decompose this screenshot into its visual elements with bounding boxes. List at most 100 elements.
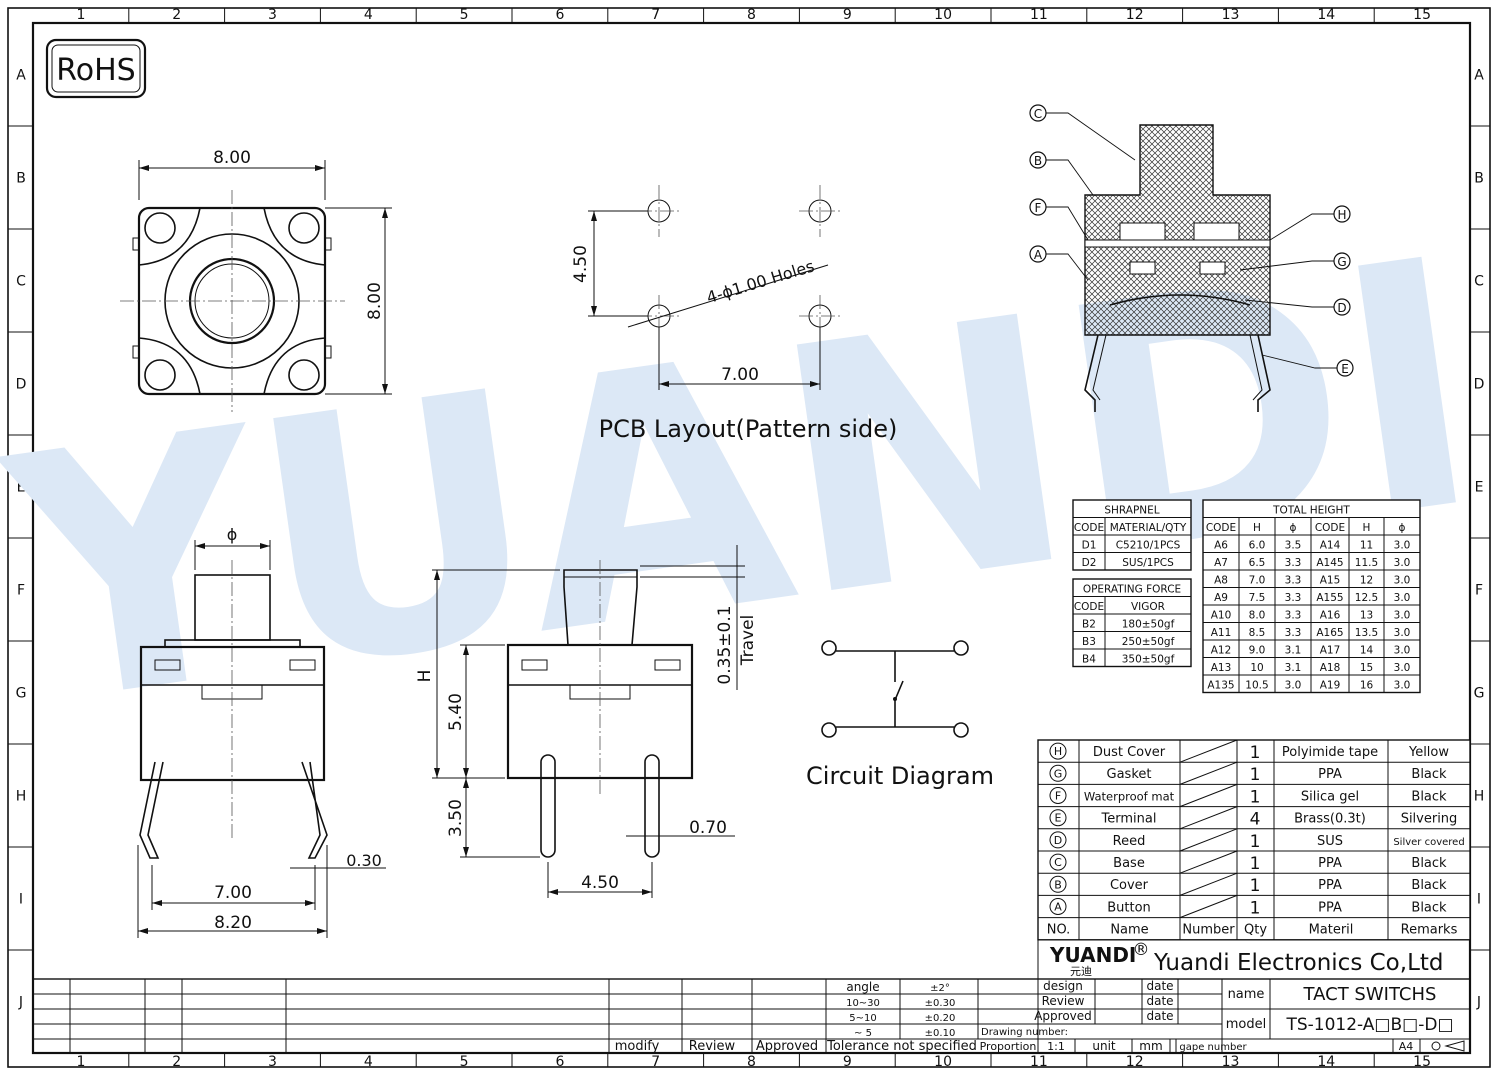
grid-col-bottom: 2 — [172, 1054, 181, 1070]
bom-no-circle — [1049, 831, 1067, 849]
bom-name: Gasket — [1107, 767, 1152, 782]
callout-label: G — [1337, 255, 1346, 269]
callout-leader — [1046, 253, 1089, 281]
bom-header: Qty — [1244, 923, 1267, 938]
table-cell: A155 — [1316, 592, 1343, 604]
table-cell: 11 — [1360, 540, 1373, 552]
bom-no-circle — [1049, 742, 1067, 760]
table-cell: 15 — [1360, 662, 1373, 674]
pcb-pitch-x: 7.00 — [721, 365, 759, 385]
bom-name: Cover — [1110, 878, 1149, 893]
rev-approved: Approved — [756, 1039, 818, 1054]
grid-col-bottom: 3 — [268, 1054, 277, 1070]
grid-col-bottom: 14 — [1317, 1054, 1335, 1070]
table-cell: C5210/1PCS — [1116, 540, 1181, 552]
top-height-dim: 8.00 — [365, 282, 385, 320]
side-total-height: H — [415, 670, 435, 683]
circuit-title: Circuit Diagram — [806, 762, 994, 790]
table-cell: 3.0 — [1394, 662, 1411, 674]
bom-qty: 1 — [1250, 854, 1261, 874]
table-header: CODE — [1074, 601, 1104, 613]
callout-leader — [1239, 260, 1334, 271]
tolerance-range: 10~30 — [846, 998, 880, 1009]
table-cell: 3.1 — [1285, 645, 1302, 657]
table-cell: A19 — [1320, 680, 1341, 692]
tb-unit: unit — [1092, 1039, 1116, 1053]
bom-header: Materil — [1309, 923, 1354, 938]
bom-remarks: Silvering — [1401, 812, 1458, 827]
grid-row-right: H — [1474, 789, 1485, 805]
bom-qty: 4 — [1250, 810, 1261, 830]
bom-no: F — [1055, 790, 1061, 803]
table-cell: B2 — [1082, 619, 1096, 631]
table-cell: 350±50gf — [1122, 654, 1175, 666]
bom-material: SUS — [1317, 834, 1343, 849]
tb-review: Review — [1042, 994, 1085, 1008]
grid-col-top: 15 — [1413, 7, 1431, 23]
tb-approved: Approved — [1034, 1009, 1092, 1023]
tolerance-range: angle — [846, 980, 879, 994]
top-width-dim: 8.00 — [213, 148, 251, 168]
tolerance-value: ±2° — [930, 983, 950, 994]
table-cell: 13 — [1360, 610, 1373, 622]
front-terminal-thickness: 0.30 — [346, 851, 382, 870]
table-cell: A10 — [1211, 610, 1232, 622]
bom-name: Base — [1113, 856, 1145, 871]
table-cell: A145 — [1316, 557, 1343, 569]
company-logo: YUANDI — [1049, 943, 1136, 967]
table-cell: 6.0 — [1249, 540, 1266, 552]
table-header: VIGOR — [1131, 601, 1165, 613]
bom-no: G — [1054, 767, 1063, 780]
grid-col-top: 2 — [172, 7, 181, 23]
callout-leader — [1261, 354, 1337, 369]
top-view: 8.00 8.00 — [120, 148, 392, 412]
tb-date: date — [1146, 994, 1173, 1008]
rohs-frame — [45, 38, 147, 99]
grid-col-top: 7 — [651, 7, 660, 23]
table-cell: 7.5 — [1249, 592, 1266, 604]
grid-col-bottom: 7 — [651, 1054, 660, 1070]
grid-col-top: 13 — [1222, 7, 1240, 23]
table-cell: 3.0 — [1285, 680, 1302, 692]
table-cell: D2 — [1082, 557, 1097, 569]
grid-row-right: E — [1475, 480, 1484, 496]
rev-modify: modify — [615, 1039, 660, 1054]
table-cell: 3.0 — [1394, 610, 1411, 622]
grid-row-left: J — [18, 995, 23, 1011]
grid-col-bottom: 9 — [843, 1054, 852, 1070]
table-cell: A9 — [1214, 592, 1228, 604]
grid-row-right: C — [1474, 274, 1484, 290]
tb-drawing-number: Drawing number: — [981, 1027, 1068, 1038]
table-cell: 12 — [1360, 575, 1373, 587]
bom-material: PPA — [1318, 767, 1342, 782]
table-cell: SUS/1PCS — [1122, 557, 1174, 569]
table-header: CODE — [1315, 522, 1345, 534]
grid-row-left: B — [16, 171, 26, 187]
table-cell: 16 — [1360, 680, 1374, 692]
table-header: CODE — [1074, 522, 1104, 534]
table-cell: 3.5 — [1285, 540, 1302, 552]
company-reg: ® — [1133, 940, 1150, 960]
table-cell: A6 — [1214, 540, 1228, 552]
bom-name: Dust Cover — [1093, 745, 1166, 760]
table-cell: B3 — [1082, 636, 1096, 648]
grid-col-bottom: 12 — [1126, 1054, 1144, 1070]
table-cell: A13 — [1211, 662, 1232, 674]
grid-col-top: 12 — [1126, 7, 1144, 23]
bom-remarks: Black — [1411, 900, 1447, 915]
table-cell: 6.5 — [1249, 557, 1266, 569]
grid-row-right: F — [1475, 583, 1483, 599]
rohs-label: RoHS — [56, 53, 135, 88]
callout-label: C — [1034, 107, 1042, 121]
table-cell: 250±50gf — [1122, 636, 1175, 648]
bom-material: Silica gel — [1301, 789, 1359, 804]
callout-label: D — [1337, 301, 1346, 315]
table-cell: A11 — [1211, 627, 1232, 639]
grid-col-bottom: 13 — [1222, 1054, 1240, 1070]
grid-col-top: 10 — [934, 7, 952, 23]
bom-no-circle — [1049, 898, 1067, 915]
grid-col-bottom: 10 — [934, 1054, 952, 1070]
